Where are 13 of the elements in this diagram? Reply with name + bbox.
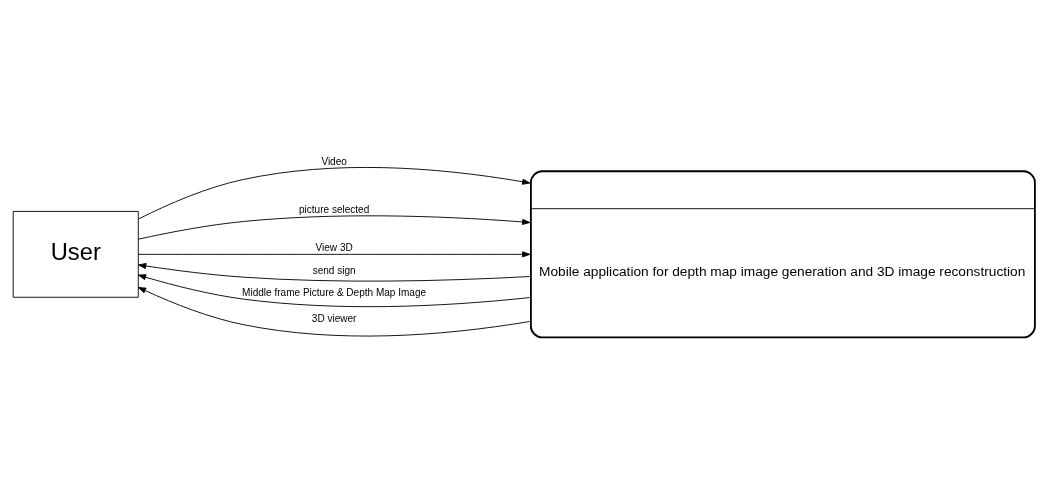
- edge-label: Middle frame Picture & Depth Map Image: [242, 286, 427, 298]
- edge-label: picture selected: [299, 203, 370, 215]
- arrow: [137, 273, 531, 307]
- arrow: [137, 250, 531, 257]
- edge-label: Video: [321, 155, 347, 167]
- arrow: [137, 214, 531, 240]
- edge-label: send sign: [312, 264, 356, 276]
- arrow: [138, 166, 531, 219]
- edge-label: 3D viewer: [311, 312, 357, 324]
- edge-label: View 3D: [315, 241, 353, 253]
- node-box: User: [12, 210, 139, 298]
- arrow: [138, 286, 531, 336]
- arrow: [138, 262, 531, 282]
